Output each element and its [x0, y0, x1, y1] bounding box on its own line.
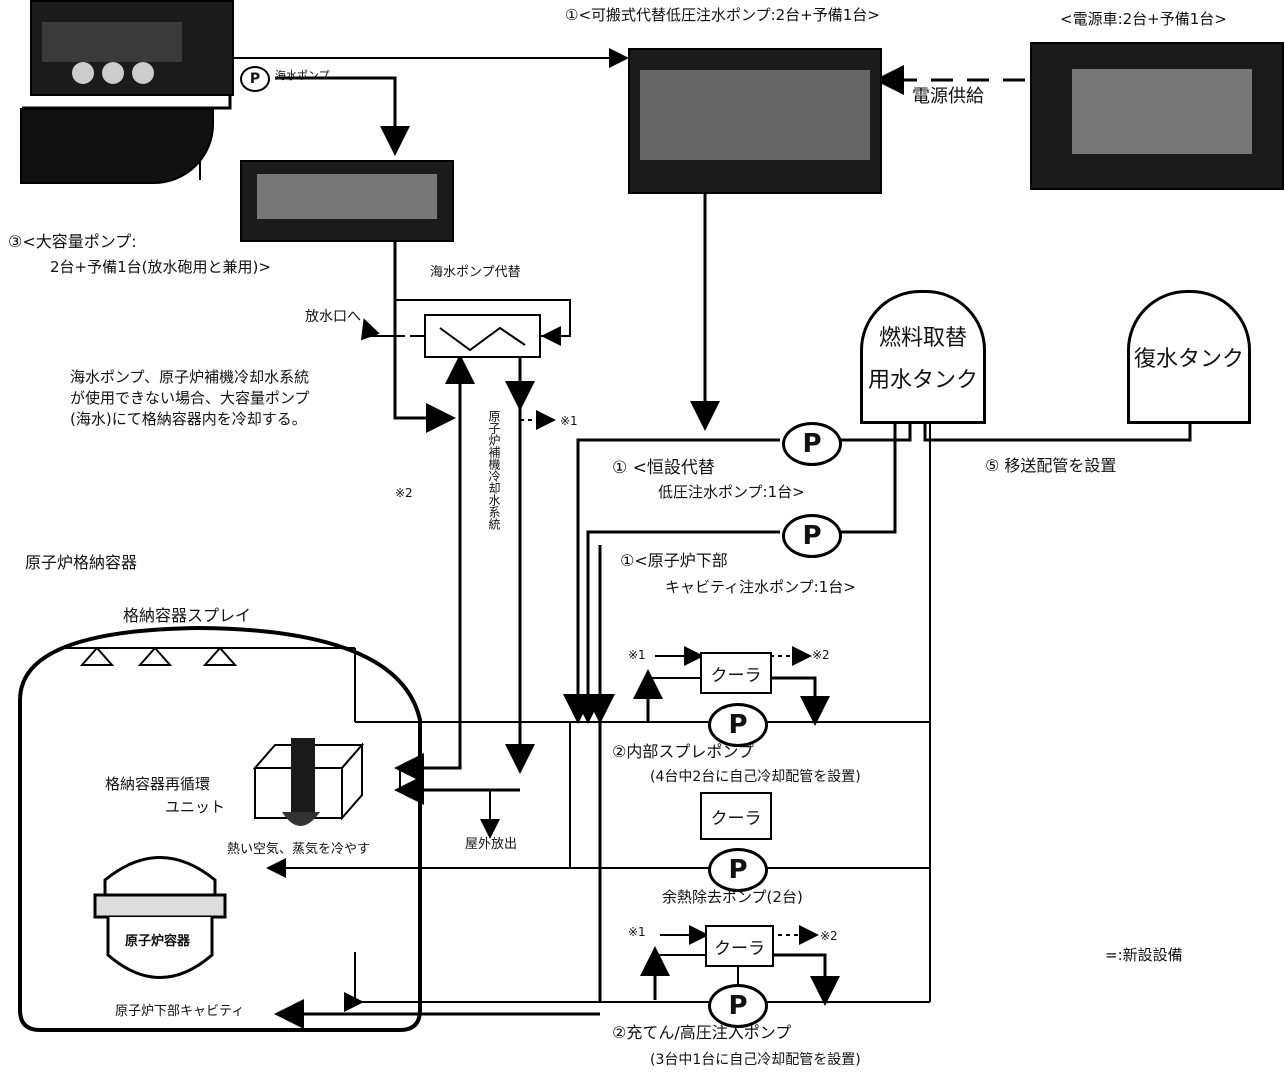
containment-title: 原子炉格納容器: [25, 555, 137, 571]
ref1-spray: ※1: [628, 649, 646, 661]
permanent-pump-label-2: 低圧注水ポンプ:1台>: [658, 485, 805, 500]
ground-slab: [20, 108, 214, 184]
cavity-pump-label-1: ①<原子炉下部: [620, 553, 728, 569]
transfer-pipe-label: ⑤ 移送配管を設置: [985, 458, 1116, 474]
internal-spray-pump-circle: P: [708, 703, 768, 747]
reactor-vessel-label: 原子炉容器: [125, 935, 190, 948]
cooler-rhr: クーラ: [700, 792, 772, 840]
sea-pump-label: 海水ポンプ: [275, 70, 330, 81]
ref2-ccw: ※2: [395, 487, 413, 499]
recirc-unit-label-1: 格納容器再循環: [105, 777, 210, 792]
internal-spray-label-1: ②内部スプレポンプ: [612, 744, 754, 760]
hot-air-label: 熱い空気、蒸気を冷やす: [227, 843, 370, 856]
note-line-2: が使用できない場合、大容量ポンプ: [70, 391, 310, 406]
power-car-label: <電源車:2台+予備1台>: [1060, 12, 1227, 27]
note-line-3: (海水)にて格納容器内を冷却する。: [70, 412, 307, 427]
internal-spray-label-2: (4台中2台に自己冷却配管を設置): [650, 770, 861, 784]
discharge-outlet-label: 放水口へ: [305, 310, 361, 324]
permanent-pump-label-1: ① <恒設代替: [612, 460, 715, 477]
reactor-vessel-shape: [95, 858, 225, 978]
large-pump-label-2: 2台+予備1台(放水砲用と兼用)>: [50, 260, 271, 275]
cooler-charging: クーラ: [705, 925, 774, 967]
ccw-system-label: 原子炉補機冷却水系統: [488, 410, 500, 530]
fuel-tank-label-1: 燃料取替: [879, 320, 967, 352]
sea-pump-alt-label: 海水ポンプ代替: [430, 266, 521, 279]
rhr-pump-circle: P: [708, 848, 768, 892]
outdoor-release-label: 屋外放出: [465, 838, 517, 851]
rhr-pump-label: 余熱除去ポンプ(2台): [662, 890, 803, 905]
ref2-spray: ※2: [812, 649, 830, 661]
sea-pump-circle: P: [240, 66, 270, 92]
large-pump-photo: [240, 160, 454, 242]
condensate-tank: 復水タンク: [1127, 290, 1251, 424]
sea-pump-truck-photo: [30, 0, 234, 96]
containment-outline: [20, 628, 420, 1030]
large-pump-label-1: ③<大容量ポンプ:: [8, 234, 137, 250]
cavity-pump-label-2: キャビティ注水ポンプ:1台>: [665, 580, 856, 595]
power-supply-label: 電源供給: [912, 88, 984, 106]
spray-nozzles: [82, 648, 235, 665]
legend-new-equipment: =:新設設備: [1105, 948, 1183, 963]
heat-exchanger: [425, 315, 540, 357]
portable-pump-label: ①<可搬式代替低圧注水ポンプ:2台+予備1台>: [565, 8, 880, 23]
ref1-charging: ※1: [628, 926, 646, 938]
condensate-tank-label: 復水タンク: [1134, 341, 1244, 373]
permanent-pump-circle: P: [782, 422, 842, 466]
spray-label: 格納容器スプレイ: [123, 608, 251, 624]
charging-pump-label-2: (3台中1台に自己冷却配管を設置): [650, 1053, 861, 1067]
fuel-tank-label-2: 用水タンク: [868, 362, 978, 394]
charging-pump-circle: P: [708, 984, 768, 1028]
power-car-photo: [1030, 42, 1284, 190]
charging-pump-label-1: ②充てん/高圧注入ポンプ: [612, 1025, 791, 1041]
ref1-ccw: ※1: [560, 415, 578, 427]
reactor-cavity-label: 原子炉下部キャビティ: [115, 1005, 244, 1018]
cavity-pump-circle: P: [782, 514, 842, 558]
fuel-tank: 燃料取替 用水タンク: [860, 290, 986, 424]
portable-pump-photo: [628, 48, 882, 194]
cooler-internal-spray: クーラ: [700, 652, 772, 694]
note-line-1: 海水ポンプ、原子炉補機冷却水系統: [70, 370, 309, 385]
recirc-unit-label-2: ユニット: [165, 800, 225, 815]
ref2-charging: ※2: [820, 930, 838, 942]
